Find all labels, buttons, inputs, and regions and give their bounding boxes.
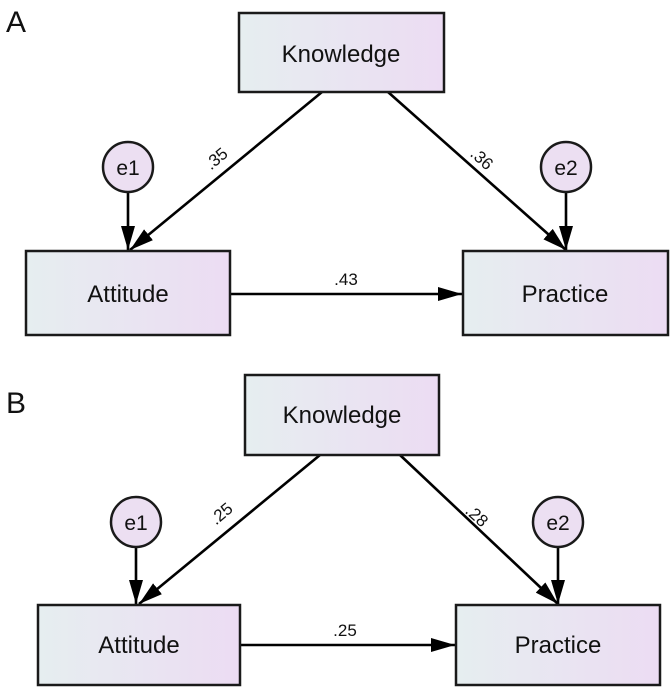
error-e2: e2 <box>539 140 593 194</box>
node-knowledge: Knowledge <box>243 373 441 457</box>
coef-knowledge-practice: .36 <box>467 144 497 174</box>
coef-attitude-practice: .43 <box>334 270 358 289</box>
node-attitude-label: Attitude <box>87 281 168 308</box>
error-e1-label: e1 <box>116 157 139 180</box>
node-practice-label: Practice <box>522 281 609 308</box>
error-e1-label: e1 <box>124 512 147 535</box>
node-practice-label: Practice <box>515 632 602 659</box>
coef-knowledge-practice: .28 <box>462 501 492 531</box>
node-attitude: Attitude <box>36 603 242 687</box>
panel-a: A Knowledge Attitude Practice e1 e2 <box>6 6 670 337</box>
path-knowledge-to-attitude <box>129 90 323 252</box>
coef-attitude-practice: .25 <box>333 621 357 640</box>
node-practice: Practice <box>454 603 662 687</box>
error-e1: e1 <box>101 140 155 194</box>
node-knowledge-label: Knowledge <box>282 41 401 68</box>
node-practice: Practice <box>461 249 670 337</box>
error-e2-label: e2 <box>554 157 577 180</box>
node-attitude-label: Attitude <box>98 632 179 659</box>
path-knowledge-to-practice <box>387 91 567 251</box>
panel-a-letter: A <box>6 6 26 39</box>
coef-knowledge-attitude: .25 <box>206 499 236 529</box>
node-knowledge-label: Knowledge <box>283 402 402 429</box>
panel-b-letter: B <box>6 387 26 420</box>
node-attitude: Attitude <box>24 249 232 337</box>
error-e2: e2 <box>531 495 585 549</box>
error-e1: e1 <box>109 495 163 549</box>
node-knowledge: Knowledge <box>237 11 446 94</box>
path-knowledge-to-practice <box>399 454 559 605</box>
path-knowledge-to-attitude <box>138 453 321 606</box>
panel-b: B Knowledge Attitude Practice e1 e2 <box>6 373 662 687</box>
error-e2-label: e2 <box>546 512 569 535</box>
